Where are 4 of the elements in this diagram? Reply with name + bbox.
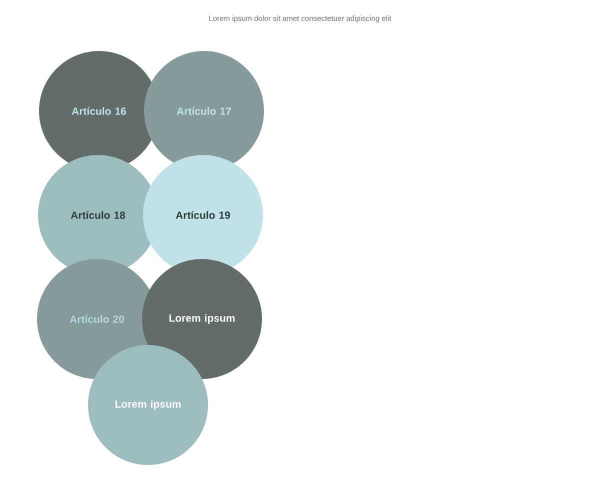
circle-node: Artículo 19: [143, 155, 263, 275]
circle-node: Lorem ipsum: [142, 259, 262, 379]
circle-node: Artículo 17: [144, 51, 264, 171]
circle-node: Lorem ipsum: [88, 344, 208, 465]
